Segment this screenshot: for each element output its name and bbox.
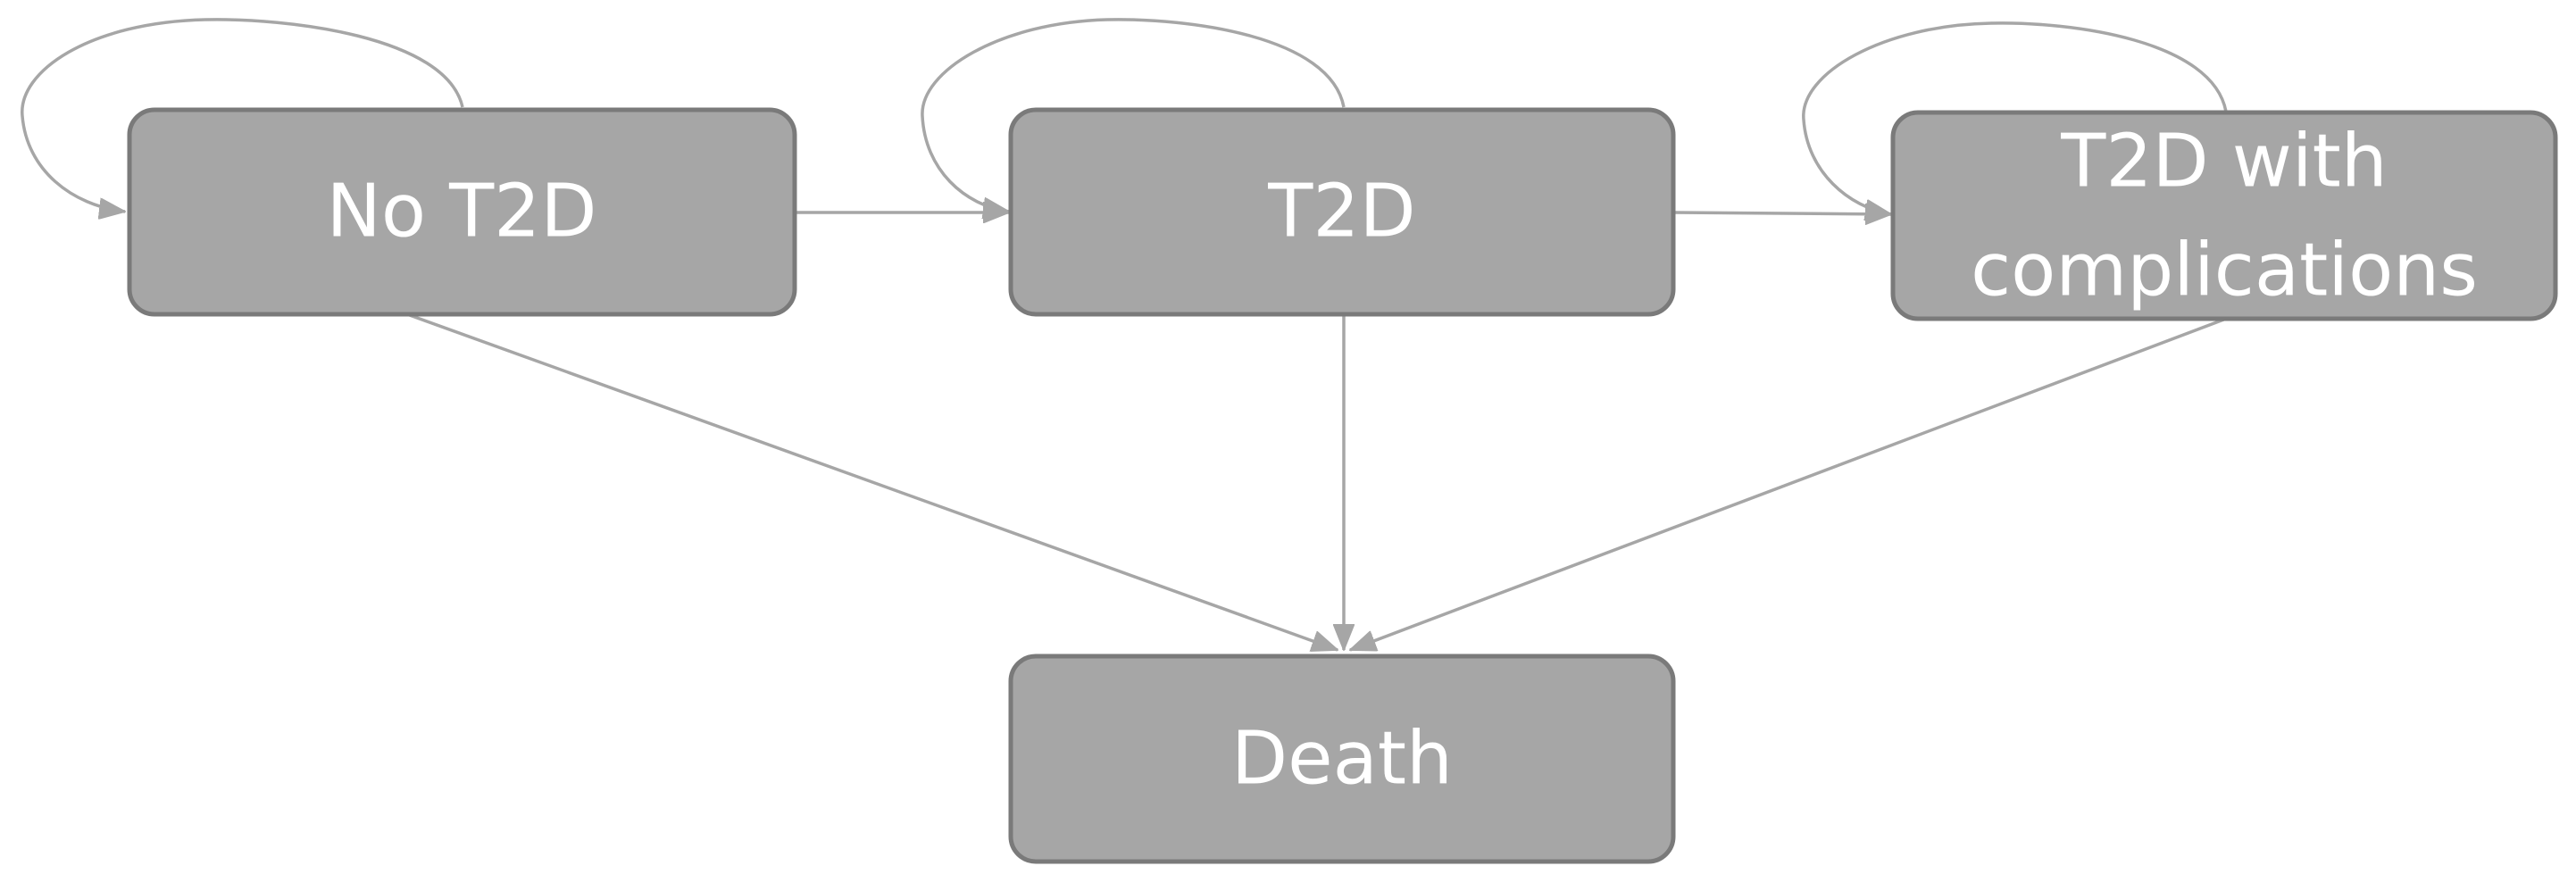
edge-t2d-to-t2d-complications xyxy=(1672,212,1891,214)
node-no-t2d-label: No T2D xyxy=(327,169,597,254)
edge-t2d-complications-self-loop xyxy=(1802,21,2228,214)
node-t2d-label: T2D xyxy=(1267,169,1415,254)
node-t2d: T2D xyxy=(1008,107,1676,317)
node-death-box xyxy=(1008,654,1676,864)
edge-no-t2d-to-death xyxy=(406,312,1338,650)
node-death: Death xyxy=(1008,654,1676,864)
node-t2d-box xyxy=(1008,107,1676,317)
edge-t2d-self-loop xyxy=(921,18,1346,212)
node-t2d-complications-label-line2: complications xyxy=(1971,228,2478,312)
edge-t2d-complications-to-death xyxy=(1350,317,2227,652)
node-death-label: Death xyxy=(1231,716,1453,801)
edges xyxy=(21,18,2228,652)
node-t2d-complications-label-line1: T2D with xyxy=(2060,119,2387,204)
node-no-t2d: No T2D xyxy=(127,107,797,317)
node-t2d-complications-box xyxy=(1890,110,2558,321)
node-no-t2d-box xyxy=(127,107,797,317)
edge-no-t2d-self-loop xyxy=(21,18,464,212)
node-t2d-complications: T2D with complications xyxy=(1890,110,2558,321)
